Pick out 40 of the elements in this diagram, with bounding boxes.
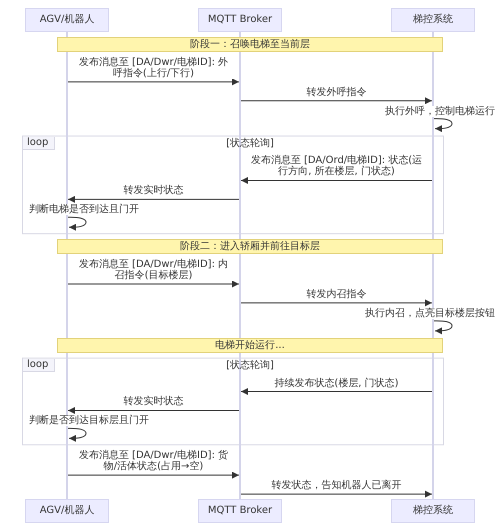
- edge-label: 持续发布状态(楼层, 门状态): [273, 378, 400, 389]
- edge-label: 转发实时状态: [122, 185, 184, 196]
- participant-box: 梯控系统: [391, 499, 475, 523]
- message-arrow: [240, 388, 432, 396]
- edge-label: 转发实时状态: [122, 396, 184, 408]
- participant-box: 梯控系统: [391, 8, 475, 32]
- message-arrow: [240, 490, 432, 498]
- edge-label: 转发状态，告知机器人已离开: [270, 480, 402, 492]
- loop-label: loop: [23, 136, 56, 150]
- message-arrow: [240, 299, 432, 306]
- self-message-arrow: [68, 428, 86, 442]
- message-arrow: [68, 472, 240, 479]
- loop-condition-label: [状态轮询]: [226, 360, 274, 372]
- note-band: 阶段二：进入轿厢并前往目标层: [57, 239, 443, 254]
- lifeline: [239, 32, 241, 499]
- self-message-arrow: [434, 118, 452, 132]
- note-band: 电梯开始运行...: [57, 338, 443, 353]
- edge-label: 转发外呼指令: [306, 86, 368, 98]
- message-arrow: [68, 78, 240, 86]
- edge-label: 执行内召，点亮目标楼层按钮: [364, 308, 496, 319]
- message-arrow: [240, 97, 432, 104]
- participant-box: AGV/机器人: [25, 499, 109, 523]
- participant-box: MQTT Broker: [198, 499, 282, 523]
- message-arrow: [68, 280, 240, 288]
- message-arrow: [68, 196, 240, 203]
- participant-box: AGV/机器人: [25, 8, 109, 32]
- self-message-arrow: [68, 216, 86, 231]
- message-arrow: [68, 406, 240, 414]
- participant-box: MQTT Broker: [198, 8, 282, 32]
- lifeline: [66, 32, 68, 499]
- self-message-arrow: [434, 320, 452, 334]
- loop-condition-label: [状态轮询]: [226, 138, 274, 150]
- lifeline: [432, 32, 434, 499]
- note-band: 阶段一：召唤电梯至当前层: [57, 36, 443, 52]
- message-arrow: [240, 176, 432, 184]
- edge-label: 判断是否到达目标层且门开: [28, 415, 150, 426]
- edge-label: 转发内召指令: [306, 288, 368, 300]
- edge-label: 执行外呼，控制电梯运行: [384, 106, 496, 117]
- loop-label: loop: [23, 358, 56, 372]
- edge-label: 判断电梯是否到达且门开: [28, 204, 140, 216]
